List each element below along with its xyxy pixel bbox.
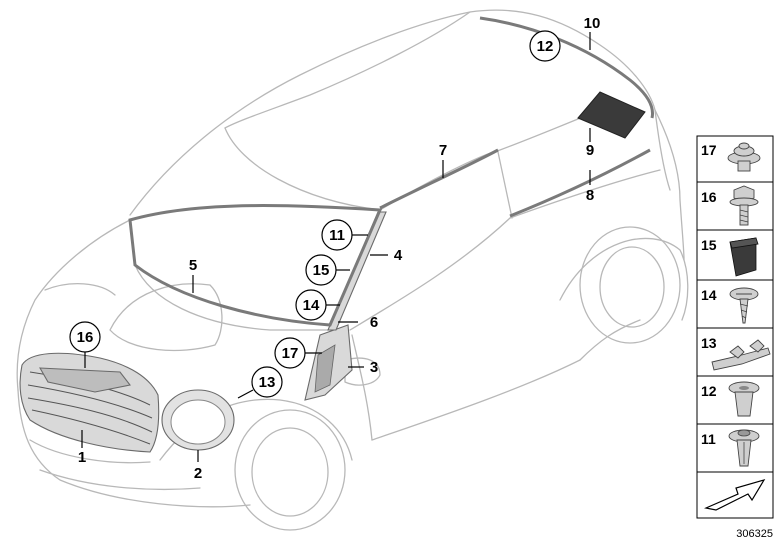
callout-14: 14 bbox=[303, 297, 320, 314]
leader-lines bbox=[81, 32, 591, 462]
hex-bolt-icon bbox=[729, 185, 759, 226]
part-side-window-strip bbox=[509, 148, 651, 218]
screw-icon bbox=[729, 287, 759, 324]
push-rivet-icon bbox=[727, 142, 761, 172]
grommet-nut-icon bbox=[729, 237, 759, 277]
callouts: 1 2 3 4 5 6 7 8 9 10 11 12 13 14 15 16 1… bbox=[69, 15, 601, 482]
panel-label-11: 11 bbox=[701, 431, 716, 447]
arrow-icon bbox=[704, 479, 766, 511]
callout-8: 8 bbox=[586, 187, 594, 204]
part-front-grille bbox=[19, 352, 160, 453]
figure-id: 306325 bbox=[736, 528, 773, 540]
expansion-nut-icon bbox=[728, 381, 760, 417]
panel-label-12: 12 bbox=[701, 383, 717, 399]
callout-2: 2 bbox=[194, 465, 202, 482]
parts-panel: 17 16 15 14 bbox=[696, 135, 774, 519]
panel-label-13: 13 bbox=[701, 335, 717, 351]
callout-6: 6 bbox=[370, 314, 378, 331]
callout-5: 5 bbox=[189, 257, 197, 274]
callout-4: 4 bbox=[394, 247, 403, 264]
callout-1: 1 bbox=[78, 449, 86, 466]
callout-7: 7 bbox=[439, 142, 447, 159]
panel-label-14: 14 bbox=[701, 287, 717, 303]
part-roof-rail-strip bbox=[479, 16, 655, 119]
part-a-pillar-lower-trim bbox=[304, 324, 353, 401]
panel-label-16: 16 bbox=[701, 189, 717, 205]
expanding-rivet-icon bbox=[728, 429, 760, 467]
part-rear-quarter-trim bbox=[577, 91, 646, 139]
callout-12: 12 bbox=[537, 38, 554, 55]
part-headlight-ring bbox=[161, 389, 235, 451]
callout-3: 3 bbox=[370, 359, 378, 376]
clip-bracket-icon bbox=[711, 339, 771, 371]
callout-11: 11 bbox=[329, 227, 345, 244]
callout-13: 13 bbox=[259, 374, 276, 391]
callout-17: 17 bbox=[282, 345, 299, 362]
callout-16: 16 bbox=[77, 329, 94, 346]
callout-10: 10 bbox=[584, 15, 601, 32]
callout-9: 9 bbox=[586, 142, 594, 159]
car-outline bbox=[16, 9, 689, 531]
panel-label-15: 15 bbox=[701, 237, 717, 253]
callout-15: 15 bbox=[313, 262, 330, 279]
part-windshield-seal bbox=[128, 204, 383, 327]
panel-label-17: 17 bbox=[701, 142, 717, 158]
